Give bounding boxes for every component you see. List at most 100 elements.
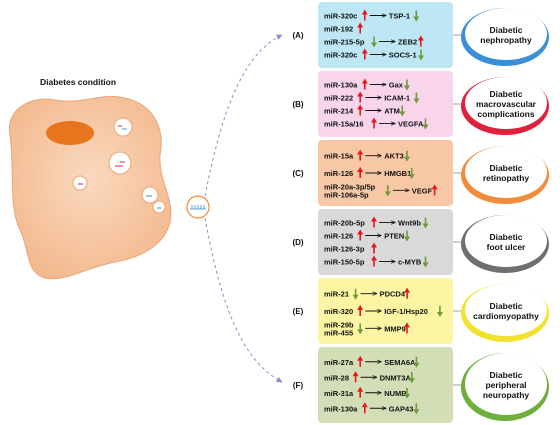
panel-letter: (A): [292, 31, 303, 40]
mirna-row: miR-126 HMGB1: [324, 167, 415, 179]
down-arrow-icon: [418, 49, 424, 61]
mirna-label: miR-222: [324, 94, 353, 103]
up-arrow-icon: [361, 9, 368, 21]
up-arrow-icon: [352, 371, 359, 383]
panel-box: [318, 2, 453, 68]
disease-name: peripheral: [485, 380, 526, 390]
up-arrow-icon: [371, 216, 377, 228]
mirna-label: miR-192: [324, 25, 353, 34]
dashed-arrow-to-F: [204, 217, 283, 383]
mirna-label: miR-27a: [324, 358, 354, 367]
mirna-label: miR-320: [324, 307, 353, 316]
mirna-label: miR-126: [324, 232, 353, 241]
target-gene-label: SEMA6A: [384, 358, 416, 367]
target-gene-label: c-MYB: [398, 258, 422, 267]
mirna-label: miR-126: [324, 169, 353, 178]
up-arrow-icon: [357, 305, 364, 316]
target-gene-label: HMGB1: [384, 169, 411, 178]
vesicle: [113, 117, 133, 137]
target-gene-label: VEGF: [412, 186, 433, 195]
target-gene-label: SOCS-1: [389, 51, 417, 60]
disease-name: complications: [477, 109, 534, 119]
vesicle: [152, 200, 166, 214]
mirna-row: miR-126 PTEN: [324, 229, 410, 242]
down-arrow-icon: [404, 230, 410, 242]
mirna-label: miR-150-5p: [324, 258, 365, 267]
up-arrow-icon: [357, 149, 364, 161]
panel-box: [318, 140, 453, 206]
vesicle: [72, 175, 88, 191]
panel-letter: (F): [293, 381, 304, 390]
panel-d: (D) miR-20b-5p Wnt9b miR-126 PTEN miR-126-3p m…: [292, 209, 549, 275]
disease-name: Diabetic: [489, 301, 522, 311]
disease-name: neuropathy: [483, 390, 530, 400]
mirna-cargo: [190, 205, 206, 210]
up-arrow-icon: [371, 255, 377, 267]
mirna-label: miR-130a: [324, 404, 358, 413]
mirna-label: miR-320c: [324, 51, 357, 60]
mirna-row: miR-20b-5p Wnt9b: [324, 216, 429, 229]
up-arrow-icon: [357, 22, 364, 34]
mirna-label: miR-21: [324, 290, 349, 299]
down-arrow-icon: [357, 323, 364, 335]
target-gene-label: ATM: [384, 107, 400, 116]
up-arrow-icon: [431, 184, 438, 196]
figure-title: Diabetes condition: [40, 77, 116, 87]
target-gene-label: ICAM-1: [384, 94, 410, 103]
mirna-row: miR-126-3p: [324, 242, 377, 254]
down-arrow-icon: [404, 387, 410, 399]
down-arrow-icon: [352, 288, 359, 300]
disease-name: Diabetic: [489, 232, 522, 242]
mirna-row: miR-21 PDCD4: [324, 287, 411, 300]
up-arrow-icon: [357, 91, 364, 103]
target-gene-label: Gax: [389, 81, 404, 90]
panel-letter: (C): [292, 169, 303, 178]
down-arrow-icon: [403, 79, 410, 91]
mirna-row: miR-130a Gax: [324, 78, 410, 91]
mirna-row: miR-214 ATM: [324, 104, 406, 117]
disease-name: Diabetic: [489, 163, 522, 173]
panel-letter: (D): [292, 238, 303, 247]
panel-box: [318, 71, 453, 137]
down-arrow-icon: [413, 92, 420, 104]
mirna-label: miR-29b: [324, 320, 354, 329]
target-gene-label: PTEN: [384, 232, 404, 241]
down-arrow-icon: [436, 306, 443, 317]
up-arrow-icon: [371, 242, 377, 254]
mirna-label: miR-130a: [324, 81, 358, 90]
up-arrow-icon: [357, 229, 364, 241]
up-arrow-icon: [361, 78, 368, 90]
vesicle: [108, 151, 132, 175]
up-arrow-icon: [357, 386, 364, 398]
down-arrow-icon: [404, 150, 410, 162]
mirna-label: miR-214: [324, 107, 354, 116]
target-gene-label: NUMB: [384, 389, 407, 398]
mirna-label: miR-15a/16: [324, 120, 364, 129]
disease-name: Diabetic: [489, 89, 522, 99]
up-arrow-icon: [404, 322, 410, 334]
mirna-label: miR-215-5p: [324, 38, 365, 47]
panel-box: [318, 347, 453, 423]
down-arrow-icon: [413, 356, 420, 368]
panel-letter: (E): [293, 307, 304, 316]
target-gene-label: AKT3: [384, 152, 404, 161]
mirna-label: miR-20b-5p: [324, 219, 365, 228]
mirna-label: miR-126-3p: [324, 245, 365, 254]
mirna-label: miR-106a-5p: [324, 190, 369, 199]
down-arrow-icon: [371, 36, 377, 48]
target-gene-label: IGF-1/Hsp20: [384, 307, 428, 316]
target-gene-label: Wnt9b: [398, 219, 421, 228]
target-gene-label: PDCD4: [380, 290, 406, 299]
mirna-row: miR-192: [324, 22, 364, 34]
target-gene-label: TSP-1: [389, 12, 410, 21]
